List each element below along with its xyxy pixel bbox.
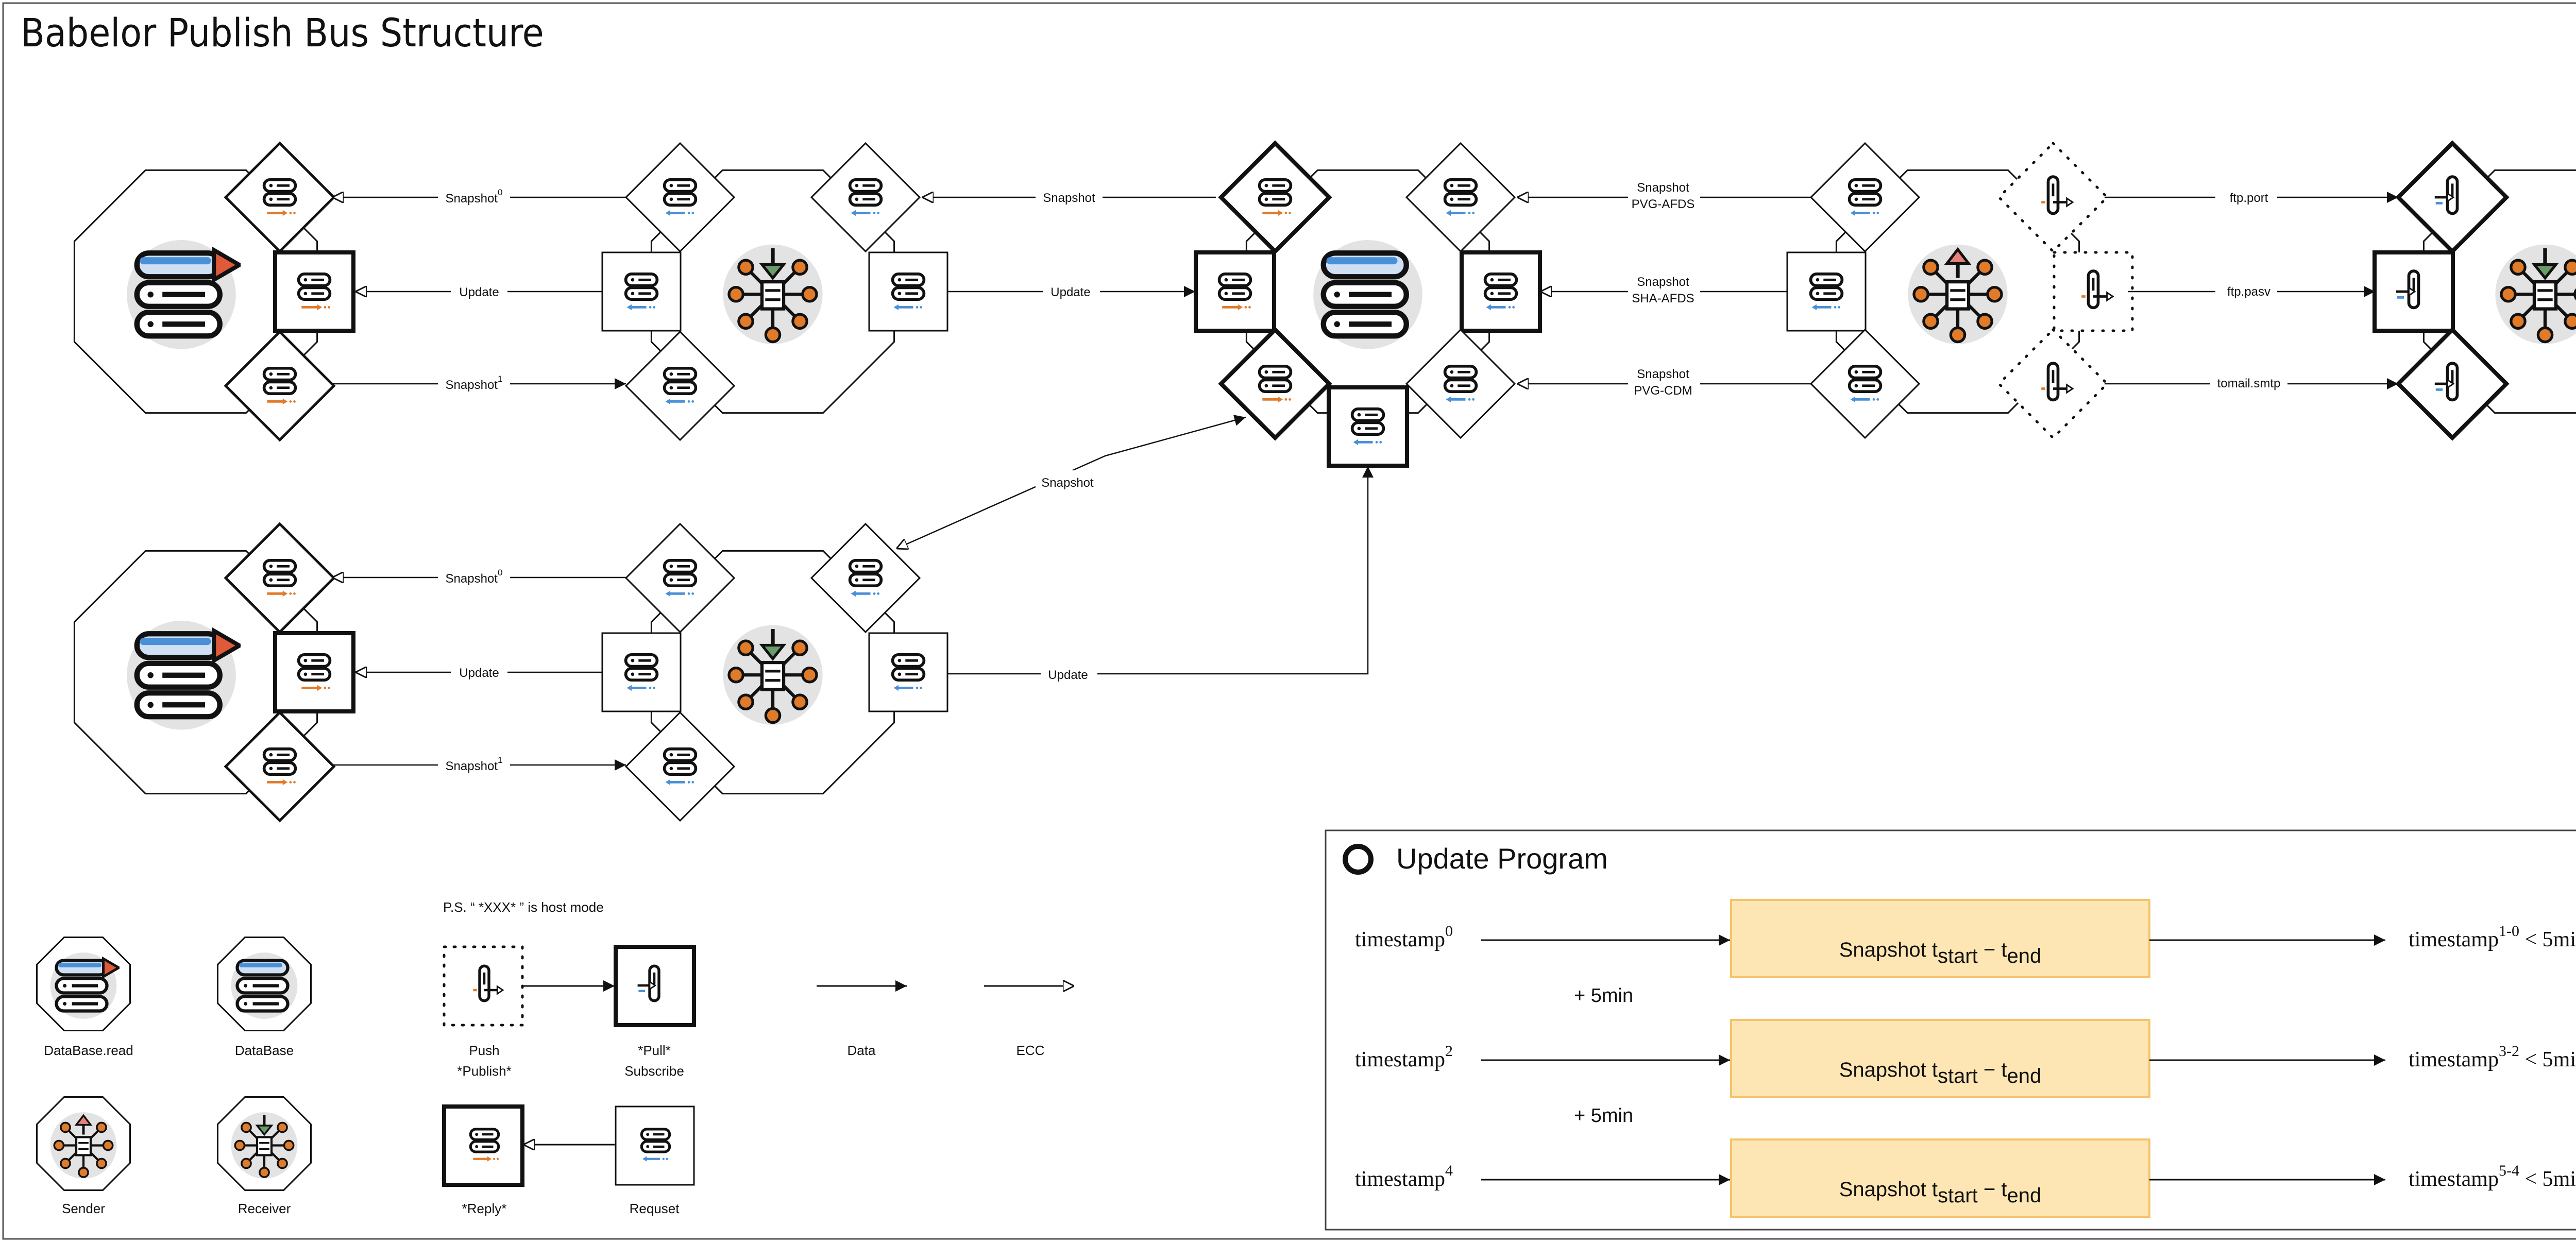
snapshot-box <box>1730 1019 2150 1098</box>
legend-label-database-read: DataBase.read <box>44 1043 133 1058</box>
edge-label: Snapshot0 <box>446 188 503 206</box>
legend-label-pull: *Pull* <box>638 1043 671 1058</box>
timestamp-result: timestamp1-0 < 5min. <box>2409 923 2576 951</box>
database-icon <box>1313 240 1422 349</box>
edge-label: Snapshot <box>1637 367 1689 381</box>
timestamp-result: timestamp3-2 < 5min. <box>2409 1043 2576 1071</box>
snapshot-box-label: Snapshot tstart − tend <box>1839 939 2042 967</box>
edge-label: Snapshot <box>1637 181 1689 195</box>
receiver-hub-icon <box>723 245 822 344</box>
edge-label: Snapshot0 <box>446 568 503 586</box>
edge-label: ftp.pasv <box>2227 285 2270 299</box>
edge-label: Update <box>459 285 499 299</box>
square-port <box>1327 385 1409 468</box>
legend-label-database: DataBase <box>235 1043 294 1058</box>
snapshot-box-label: Snapshot tstart − tend <box>1839 1059 2042 1087</box>
edge-label: Snapshot1 <box>446 374 503 392</box>
edge-label: Snapshot <box>1637 275 1689 289</box>
gap-label: + 5min <box>1574 985 1633 1007</box>
legend: P.S. “ *XXX* ” is host mode DataBase.rea… <box>36 899 1074 1216</box>
update-program-title: Update Program <box>1396 842 1608 875</box>
legend-sender-icon <box>50 1112 117 1179</box>
timestamp-label: timestamp0 <box>1355 923 1453 951</box>
edge-label: PVG-AFDS <box>1632 197 1695 211</box>
receiver-hub-icon <box>723 625 822 725</box>
node-layer <box>73 140 2576 823</box>
edge-label: Snapshot <box>1041 476 1094 490</box>
page-title: Babelor Publish Bus Structure <box>21 10 544 56</box>
gap-label: + 5min <box>1574 1105 1633 1127</box>
edge-label: Update <box>1048 668 1088 682</box>
snapshot-box <box>1730 1138 2150 1218</box>
sender-hub-icon <box>1908 245 2007 344</box>
edge-label: Update <box>1050 285 1090 299</box>
legend-label-sender: Sender <box>62 1201 105 1216</box>
legend-receiver-icon <box>231 1112 298 1179</box>
legend-label-push: Push <box>469 1043 499 1058</box>
legend-label-ecc: ECC <box>1016 1043 1045 1058</box>
edge-label: ftp.port <box>2230 191 2268 205</box>
legend-note: P.S. “ *XXX* ” is host mode <box>443 899 604 915</box>
edge-label: tomail.smtp <box>2217 377 2281 390</box>
legend-label-data: Data <box>848 1043 876 1058</box>
legend-database-icon <box>231 952 298 1019</box>
timestamp-result: timestamp5-4 < 5min. <box>2409 1162 2576 1191</box>
legend-label-publish: *Publish* <box>457 1063 512 1079</box>
circle-icon <box>1343 844 1374 875</box>
legend-label-subscribe: Subscribe <box>624 1063 684 1079</box>
legend-label-reply: *Reply* <box>462 1201 507 1216</box>
legend-label-receiver: Receiver <box>238 1201 291 1216</box>
legend-label-request: Requset <box>630 1201 680 1216</box>
snapshot-box <box>1730 899 2150 978</box>
edge-label: Snapshot <box>1043 191 1095 205</box>
edge-label: PVG-CDM <box>1634 384 1692 398</box>
timestamp-label: timestamp4 <box>1355 1162 1453 1191</box>
edge-label: SHA-AFDS <box>1632 292 1694 305</box>
edge-label: Update <box>459 666 499 680</box>
snapshot-box-label: Snapshot tstart − tend <box>1839 1178 2042 1207</box>
edge-label: Snapshot1 <box>446 755 503 773</box>
timestamp-label: timestamp2 <box>1355 1043 1453 1071</box>
